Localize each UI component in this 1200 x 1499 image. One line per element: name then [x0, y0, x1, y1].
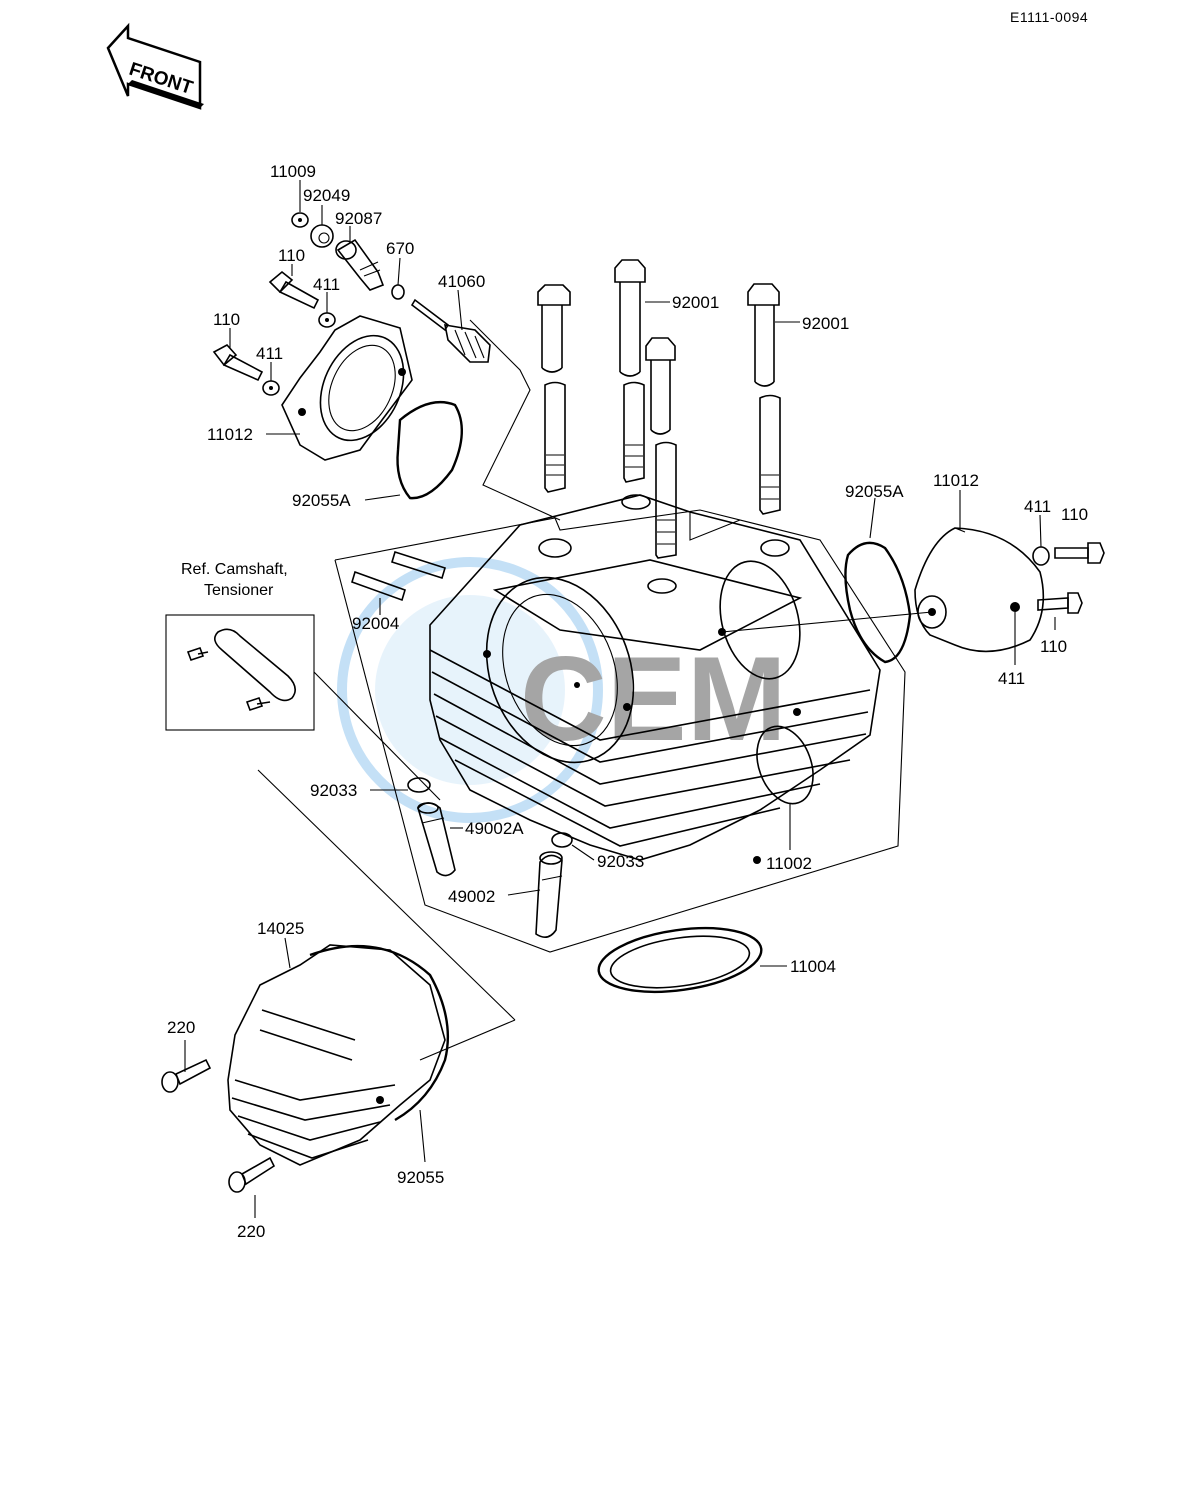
bolt-110-b	[212, 343, 264, 382]
oring-92033-a	[407, 777, 431, 793]
washer-411-a	[318, 312, 336, 328]
stud-92004	[351, 550, 446, 602]
label-41060: 41060	[438, 272, 485, 291]
label-92055: 92055	[397, 1168, 444, 1187]
label-92033-a: 92033	[310, 781, 357, 800]
washer-411-b	[262, 380, 280, 396]
label-220-b: 220	[237, 1222, 265, 1241]
label-92087: 92087	[335, 209, 382, 228]
seal-92049	[310, 224, 334, 248]
label-49002: 49002	[448, 887, 495, 906]
label-411-a: 411	[313, 275, 340, 294]
label-49002A: 49002A	[465, 819, 524, 838]
label-110-b: 110	[213, 310, 240, 329]
oring-670	[391, 284, 405, 300]
cylinder-head-11002	[334, 494, 906, 953]
bolt-92001-a	[537, 284, 571, 493]
label-92055A-left: 92055A	[292, 491, 351, 510]
reference-box-line2: Tensioner	[204, 582, 274, 599]
label-11009: 11009	[270, 162, 316, 181]
label-11012-right: 11012	[933, 471, 979, 490]
label-92049: 92049	[303, 186, 350, 205]
reference-box	[165, 614, 315, 731]
bolt-110-a	[268, 270, 320, 310]
label-92055A-right: 92055A	[845, 482, 904, 501]
valve-guide-49002A	[417, 802, 456, 877]
label-92004: 92004	[352, 614, 399, 633]
part-labels: 11009 92049 92087 670 41060 110 411 110 …	[167, 162, 1088, 1241]
screw-220-b	[228, 1156, 276, 1193]
gasket-11004	[597, 926, 763, 994]
valve-guide-49002	[535, 851, 563, 938]
gasket-92055A-left	[396, 400, 464, 500]
washer-11009	[291, 212, 309, 228]
label-11012-left: 11012	[207, 425, 253, 444]
leader-lines	[184, 180, 1056, 1218]
gasket-92055A-right	[844, 541, 912, 664]
label-92001-a: 92001	[672, 293, 719, 312]
bolt-110-c	[1054, 542, 1105, 564]
watermark-text: CEM	[520, 632, 787, 766]
watermark-globe	[337, 557, 603, 823]
label-11002: 11002	[766, 854, 812, 873]
front-arrow-icon: FRONT	[106, 22, 204, 110]
label-92033-b: 92033	[597, 852, 644, 871]
oring-92033-b	[551, 832, 573, 848]
tach-gear-41060	[410, 298, 491, 363]
fitting-92087	[335, 238, 385, 291]
label-411-d: 411	[998, 669, 1025, 688]
label-110-d: 110	[1040, 637, 1067, 656]
label-110-c: 110	[1061, 505, 1088, 524]
cover-14025	[227, 944, 450, 1166]
cap-11012-left	[281, 315, 413, 461]
label-670: 670	[386, 239, 414, 258]
screw-220-a	[161, 1058, 212, 1093]
label-220-a: 220	[167, 1018, 195, 1037]
bolt-92001-c	[645, 337, 677, 559]
label-110-a: 110	[278, 246, 305, 265]
washer-411-c	[1032, 546, 1050, 566]
label-11004: 11004	[790, 957, 836, 976]
cap-11012-right	[914, 527, 1045, 653]
watermark-globe-inner	[375, 595, 565, 785]
label-92001-b: 92001	[802, 314, 849, 333]
bolt-92001-d	[747, 283, 781, 515]
label-14025: 14025	[257, 919, 304, 938]
label-411-b: 411	[256, 344, 283, 363]
bolt-110-d	[1037, 592, 1083, 614]
bolt-92001-b	[614, 259, 646, 483]
reference-box-line1: Ref. Camshaft,	[181, 561, 288, 578]
diagram-code: E1111-0094	[1010, 9, 1088, 25]
label-411-c: 411	[1024, 497, 1051, 516]
